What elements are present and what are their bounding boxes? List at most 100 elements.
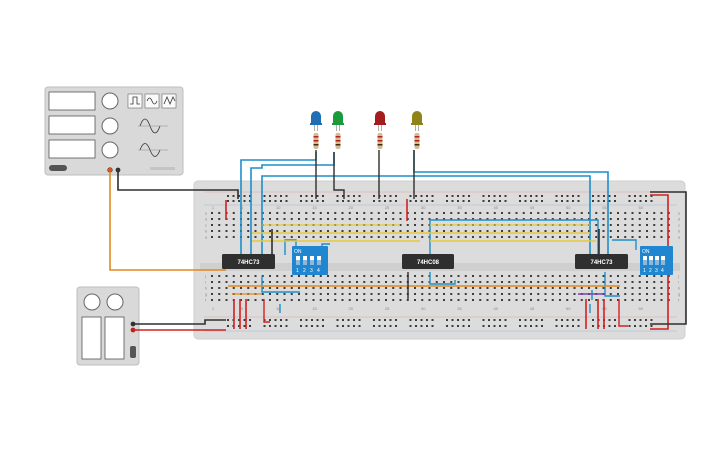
column-number: 35 [457, 205, 462, 210]
ic-chip-74hc73-right[interactable]: 74HC73 [575, 254, 628, 269]
column-number: 20 [349, 205, 354, 210]
column-numbers: 1155101015152020252530303535404045455050… [212, 205, 644, 311]
row-letter: e [678, 211, 681, 216]
knob[interactable] [101, 141, 119, 159]
ground-terminal[interactable] [115, 167, 121, 173]
power-switch[interactable] [49, 165, 67, 171]
column-number: 60 [639, 205, 644, 210]
row-letter: j [677, 274, 679, 279]
knob[interactable] [101, 117, 119, 135]
knob[interactable] [101, 92, 119, 110]
row-letter: c [678, 223, 680, 228]
triangle-wave-icon[interactable] [161, 93, 177, 109]
row-letter: h [678, 286, 680, 291]
dip-position-label: 4 [661, 268, 664, 274]
dip-on-label: ON [642, 249, 650, 255]
dip-position-label: 3 [310, 268, 313, 274]
function-generator[interactable] [44, 86, 184, 176]
column-number: 20 [349, 306, 354, 311]
column-number: 1 [212, 205, 215, 210]
row-letter: f [205, 298, 207, 303]
row-letter: a [205, 235, 208, 240]
row-letter: j [204, 274, 206, 279]
output-terminal[interactable] [107, 167, 113, 173]
row-letter: g [678, 292, 680, 297]
column-number: 10 [276, 306, 281, 311]
blue-wire [284, 239, 297, 255]
sine-wave-icon[interactable] [144, 93, 160, 109]
dip-switch-right[interactable]: ON 1 2 3 4 [640, 246, 673, 275]
dip-position-label: 4 [317, 268, 320, 274]
column-number: 15 [312, 306, 317, 311]
display-screen [48, 115, 96, 135]
green-led[interactable] [332, 111, 344, 131]
blue-wire [261, 175, 591, 258]
dip-on-label: ON [294, 249, 302, 255]
dip-position-label: 2 [303, 268, 306, 274]
blue-wire [429, 219, 599, 258]
red-led[interactable] [374, 111, 386, 131]
row-letter: i [678, 280, 679, 285]
row-letter: h [205, 286, 207, 291]
column-number: 45 [530, 306, 535, 311]
chip-label: 74HC73 [237, 260, 260, 266]
power-supply[interactable] [76, 286, 140, 366]
dip-position-label: 1 [643, 268, 646, 274]
row-letter: g [205, 292, 207, 297]
yellow-led[interactable] [411, 111, 423, 131]
wires [109, 150, 687, 331]
power-switch[interactable] [130, 346, 136, 358]
ic-chip-74hc08[interactable]: 74HC08 [402, 254, 454, 269]
black-wire [650, 191, 687, 325]
resistor[interactable] [377, 133, 383, 149]
row-letter: i [205, 280, 206, 285]
ic-chip-74hc73-left[interactable]: 74HC73 [222, 254, 275, 269]
blue-wire [604, 272, 620, 297]
column-number: 5 [241, 205, 244, 210]
display-screen [104, 316, 125, 360]
row-letter: a [678, 235, 681, 240]
column-number: 45 [530, 205, 535, 210]
knob[interactable] [83, 293, 101, 311]
column-number: 55 [602, 306, 607, 311]
square-wave-icon[interactable] [127, 93, 143, 109]
orange-wire [109, 172, 226, 271]
column-number: 55 [602, 205, 607, 210]
red-wire [618, 299, 628, 327]
column-number: 50 [566, 205, 571, 210]
column-number: 25 [385, 205, 390, 210]
display-screen [48, 91, 96, 111]
column-number: 15 [312, 205, 317, 210]
resistor[interactable] [414, 133, 420, 149]
row-letter: f [678, 298, 680, 303]
chip-label: 74HC73 [590, 260, 613, 266]
knob[interactable] [106, 293, 124, 311]
row-letter: c [205, 223, 207, 228]
led-group [310, 111, 423, 149]
column-number: 10 [276, 205, 281, 210]
column-number: 1 [212, 306, 215, 311]
row-letter: b [678, 229, 681, 234]
row-letter: e [205, 211, 208, 216]
dip-switch-left[interactable]: ON 1 2 3 4 [292, 246, 328, 275]
resistor[interactable] [313, 133, 319, 149]
column-number: 60 [639, 306, 644, 311]
column-number: 50 [566, 306, 571, 311]
column-number: 40 [494, 306, 499, 311]
black-wire [333, 152, 345, 199]
blue-wire [429, 272, 456, 285]
row-letter: b [205, 229, 208, 234]
resistor[interactable] [335, 133, 341, 149]
column-number: 35 [457, 306, 462, 311]
dip-position-label: 2 [649, 268, 652, 274]
column-number: 30 [421, 205, 426, 210]
black-wire [133, 319, 226, 325]
dip-position-label: 1 [296, 268, 299, 274]
blue-led[interactable] [310, 111, 322, 131]
column-number: 5 [241, 306, 244, 311]
blue-wire [261, 276, 300, 293]
blue-wire [612, 239, 637, 250]
column-number: 40 [494, 205, 499, 210]
